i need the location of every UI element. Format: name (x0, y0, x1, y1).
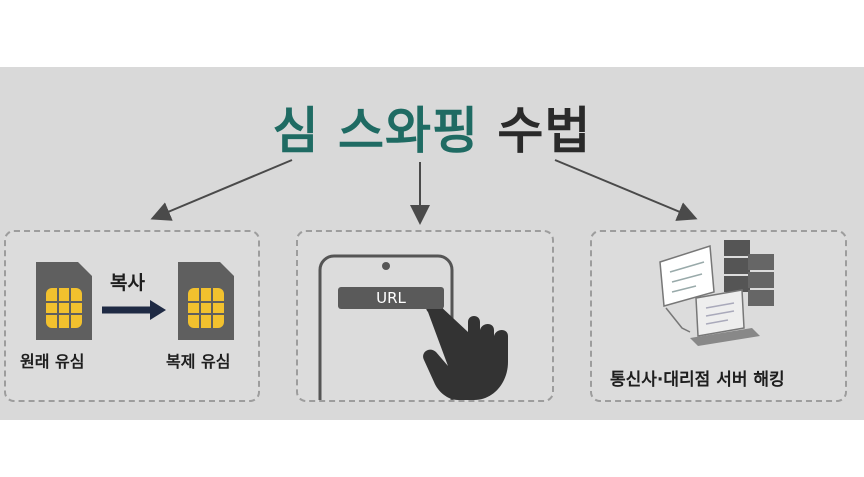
diagram-title: 심 스와핑 수법 (0, 91, 864, 163)
box-sim-copy: 복사 원래 유심 복제 유심 (4, 230, 260, 402)
smartphone-icon (318, 254, 454, 400)
sim-card-icon-copy (178, 262, 234, 340)
arrow-to-right (554, 159, 698, 221)
copied-sim-label: 복제 유심 (166, 352, 231, 371)
arrow-right-icon (102, 300, 166, 320)
arrow-to-left (150, 159, 293, 221)
diagram-panel: 심 스와핑 수법 (0, 67, 864, 420)
server-hack-label: 통신사·대리점 서버 해킹 (610, 370, 785, 390)
title-arrows (150, 159, 698, 225)
url-link: URL (338, 287, 444, 309)
box-server-hack: 통신사·대리점 서버 해킹 (590, 230, 847, 402)
server-rack-icon (724, 240, 774, 306)
title-part1: 심 스와핑 (272, 102, 479, 160)
laptop-icon (690, 289, 760, 346)
sim-card-icon-original (36, 262, 92, 340)
copy-label: 복사 (110, 272, 145, 294)
monitor-icon (659, 244, 715, 307)
original-sim-label: 원래 유심 (20, 352, 85, 371)
box-phishing-url: URL (296, 230, 554, 402)
title-part2: 수법 (497, 102, 592, 160)
hand-pointer-icon (423, 301, 508, 400)
